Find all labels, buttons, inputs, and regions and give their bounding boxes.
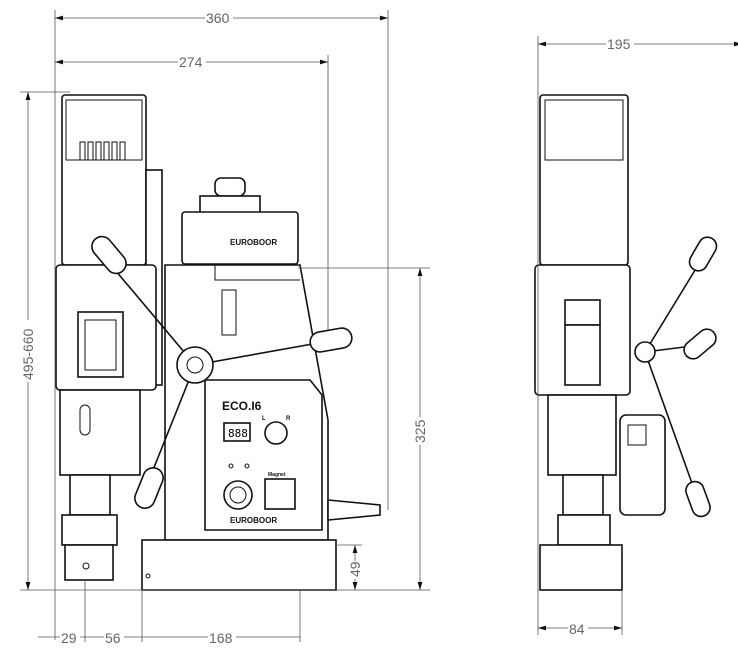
coolant-nozzle: [327, 499, 381, 521]
cutter-holder: [64, 544, 114, 581]
magnet-switch-label: Magnet: [268, 472, 286, 478]
feed-handle[interactable]: [88, 232, 354, 511]
coolant-tap: [221, 289, 237, 336]
oil-cap: [214, 177, 246, 197]
arbor: [61, 514, 118, 546]
dim-base-height: 49: [347, 561, 363, 577]
magnetic-base: [141, 539, 337, 591]
dim-column-height: 325: [412, 419, 428, 443]
side-magnetic-base: [539, 544, 623, 591]
dim-base-length: 168: [209, 630, 233, 646]
panel-brand-label: EUROBOOR: [230, 516, 277, 525]
display-readout: 888: [228, 427, 248, 440]
spindle: [69, 474, 111, 516]
switch-left-label: L: [262, 416, 266, 422]
dim-overall-width: 360: [206, 10, 230, 26]
front-view: EUROBOOR ECO.I6 888 L R Magnet EUROBOOR: [55, 94, 381, 591]
dim-spindle-offset: 29: [61, 630, 77, 646]
dim-side-base-width: 84: [569, 621, 585, 637]
speed-switch[interactable]: [264, 421, 288, 445]
gear-housing: [59, 389, 141, 476]
side-gear-housing: [547, 394, 617, 476]
model-label: ECO.I6: [222, 399, 262, 413]
gearbox-brand-label: EUROBOOR: [230, 238, 277, 247]
side-view: [534, 94, 720, 591]
dimension-labels: 360 274 195 495-660 325 49 29 56 168 84: [20, 10, 634, 646]
motor-start-button[interactable]: [223, 480, 253, 510]
side-motor-housing: [539, 94, 629, 266]
switch-right-label: R: [286, 416, 291, 422]
dim-height: 495-660: [20, 328, 36, 380]
dim-side-width: 195: [607, 36, 631, 52]
motor-vents: [79, 141, 126, 161]
magnet-switch[interactable]: [264, 478, 296, 510]
gearbox: [181, 211, 299, 265]
side-feed-handle[interactable]: [634, 234, 720, 519]
dim-column-width: 274: [179, 54, 203, 70]
digital-display: [223, 422, 251, 442]
side-column: [619, 414, 666, 516]
dimension-lines: [20, 10, 738, 642]
dim-spindle-to-base: 56: [105, 630, 121, 646]
